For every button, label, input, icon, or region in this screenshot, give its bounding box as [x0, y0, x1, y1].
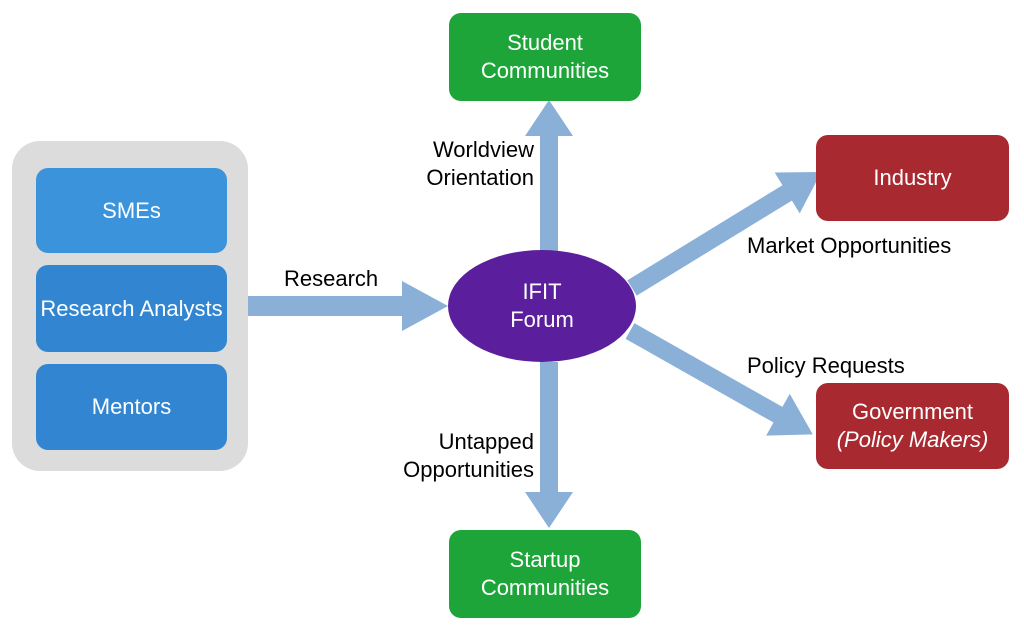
- edge-label-untapped-line1: Untapped: [438, 429, 534, 454]
- node-ifit-forum[interactable]: IFIT Forum: [448, 250, 636, 362]
- node-ifit-line1: IFIT: [522, 279, 562, 304]
- edge-label-research: Research: [284, 266, 379, 291]
- node-government-line1: Government: [851, 399, 974, 424]
- arrow-policy: [625, 323, 813, 436]
- node-industry[interactable]: Industry: [816, 135, 1009, 221]
- node-student-communities[interactable]: Student Communities: [449, 13, 641, 101]
- node-government-line2: (Policy Makers): [836, 427, 989, 452]
- edge-label-worldview-line1: Worldview: [432, 137, 534, 162]
- node-government[interactable]: Government (Policy Makers): [816, 383, 1009, 469]
- node-smes-label: SMEs: [102, 197, 161, 223]
- node-mentors-label: Mentors: [91, 394, 172, 419]
- arrow-untapped: [525, 362, 573, 528]
- edge-label-untapped-line2: Opportunities: [403, 457, 534, 482]
- node-startup-communities[interactable]: Startup Communities: [449, 530, 641, 618]
- node-mentors[interactable]: Mentors: [36, 364, 227, 450]
- edge-label-untapped: Untapped Opportunities: [370, 428, 534, 484]
- node-ifit-line2: Forum: [510, 307, 574, 332]
- node-startup-line2: Communities: [480, 575, 610, 600]
- node-industry-label: Industry: [873, 165, 952, 190]
- arrow-market: [627, 172, 822, 296]
- node-smes[interactable]: SMEs: [36, 168, 227, 253]
- node-student-line2: Communities: [480, 58, 610, 83]
- edge-label-policy: Policy Requests: [747, 353, 905, 378]
- arrow-research: [248, 281, 448, 331]
- node-startup-line1: Startup: [509, 547, 581, 572]
- edge-label-market: Market Opportunities: [747, 233, 952, 258]
- edge-label-worldview-line2: Orientation: [426, 165, 534, 190]
- node-research-analysts-label: Research Analysts: [40, 295, 223, 321]
- edge-label-worldview: Worldview Orientation: [400, 136, 534, 192]
- arrow-worldview: [525, 100, 573, 252]
- node-student-line1: Student: [507, 30, 583, 55]
- node-research-analysts[interactable]: Research Analysts: [36, 265, 227, 352]
